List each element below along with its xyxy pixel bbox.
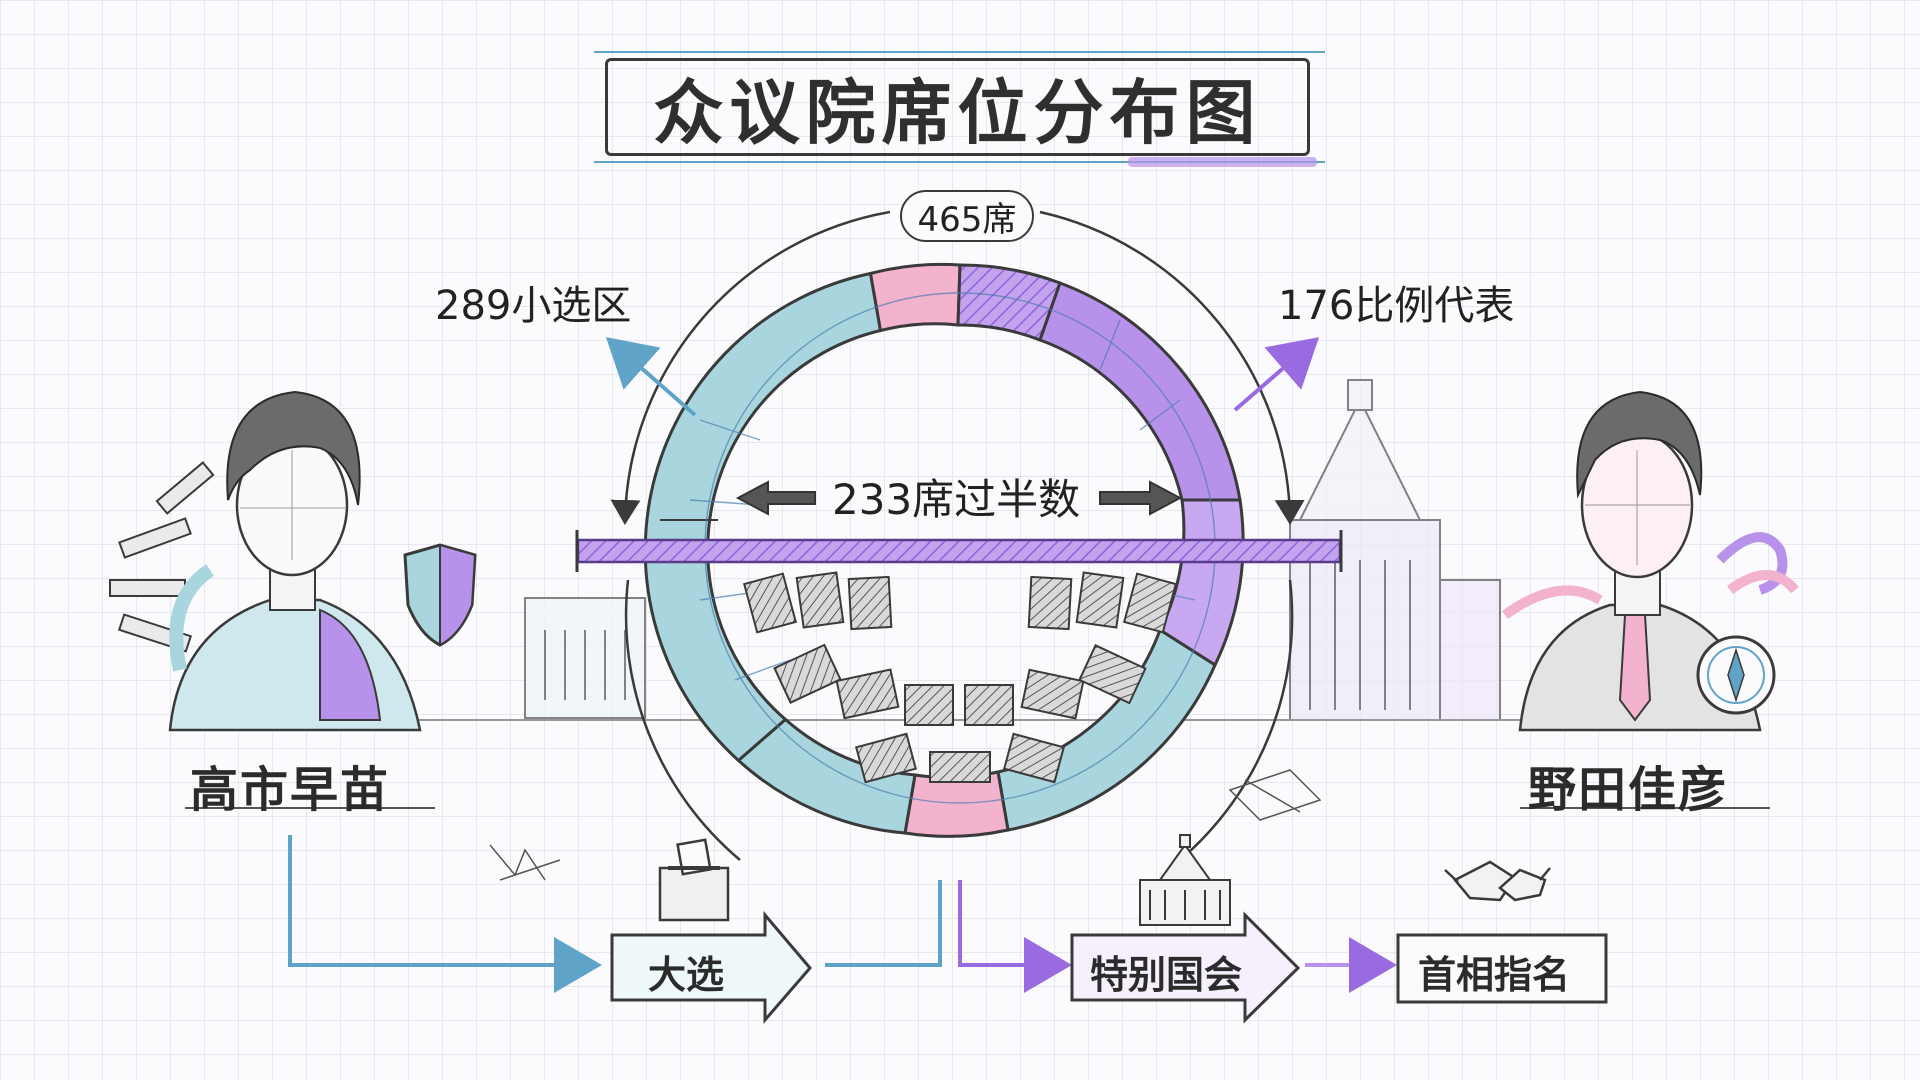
proportional-label: 176比例代表 bbox=[1278, 283, 1515, 329]
title-box: 众议院席位分布图 bbox=[594, 51, 1325, 167]
wave-icon bbox=[1502, 532, 1799, 620]
page-title: 众议院席位分布图 bbox=[653, 71, 1262, 154]
diet-building-icon bbox=[1139, 834, 1231, 926]
burst-icon bbox=[109, 461, 215, 672]
person-left-figure bbox=[168, 390, 422, 732]
majority-label: 233席过半数 bbox=[832, 475, 1081, 524]
person-right-name: 野田佳彦 bbox=[1528, 762, 1729, 818]
sketch-marks bbox=[489, 769, 1322, 881]
person-left-name: 高市早苗 bbox=[190, 762, 391, 818]
majority-bar bbox=[575, 530, 1343, 572]
process-connectors bbox=[288, 835, 1397, 993]
handshake-icon bbox=[1444, 860, 1551, 902]
compass-icon bbox=[1696, 635, 1776, 715]
outer-arc-arrows bbox=[610, 210, 1305, 861]
process-step-election: 大选 bbox=[648, 953, 725, 997]
majority-arrows bbox=[735, 480, 1183, 516]
process-step-pm-nomination: 首相指名 bbox=[1418, 953, 1571, 997]
label-arrows bbox=[605, 337, 1320, 417]
person-right-figure bbox=[1518, 390, 1762, 732]
single-member-label: 289小选区 bbox=[435, 283, 632, 329]
ring-segment-single-member bbox=[643, 271, 883, 763]
shield-icon bbox=[403, 543, 477, 647]
ballot-box-icon bbox=[658, 838, 730, 922]
chamber-seats bbox=[742, 571, 1178, 784]
process-step-special-diet: 特别国会 bbox=[1090, 953, 1243, 997]
process-box-outlines bbox=[610, 910, 1608, 1025]
total-seats-label: 465席 bbox=[900, 190, 1034, 242]
